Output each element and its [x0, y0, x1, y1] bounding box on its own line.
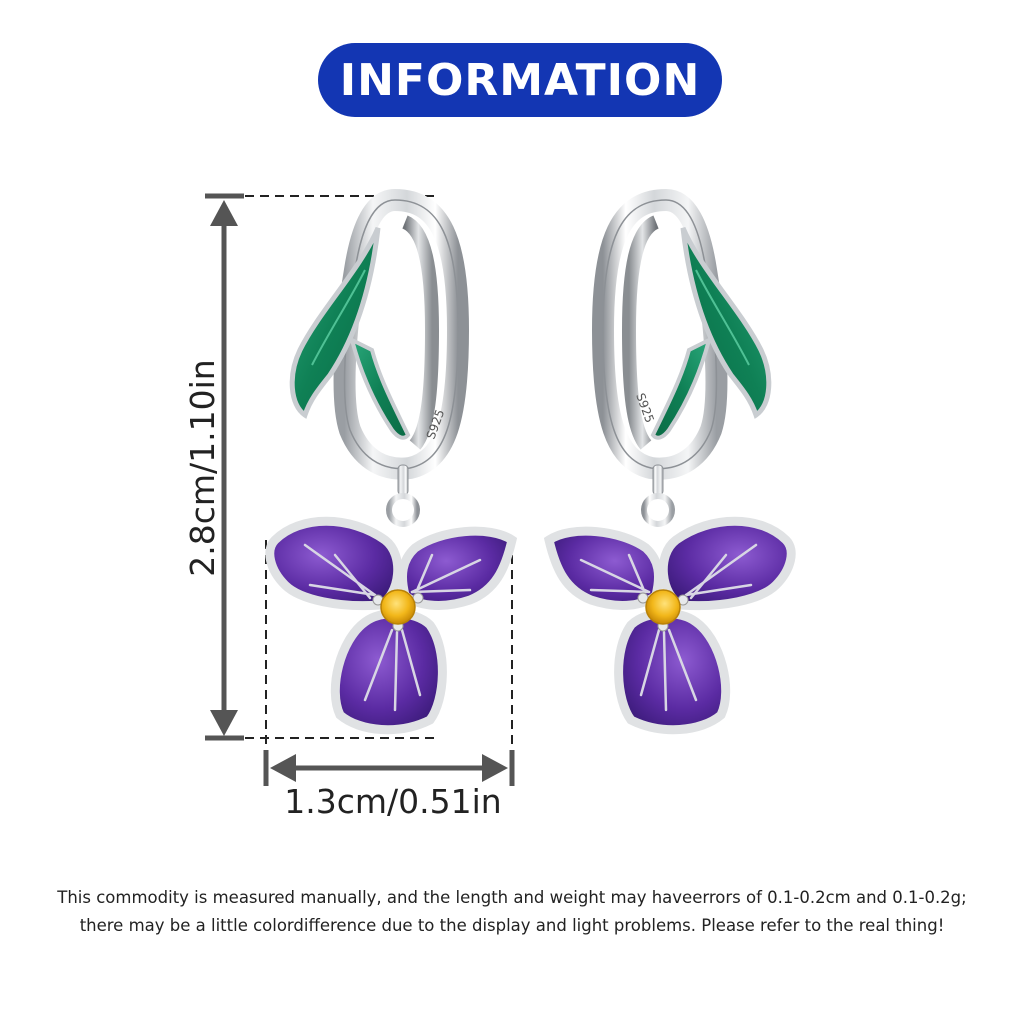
disclaimer-line-2: there may be a little colordifference du…: [79, 916, 945, 935]
width-dimension-label: 1.3cm/0.51in: [284, 782, 502, 821]
information-banner: INFORMATION: [318, 43, 722, 117]
left-yellow-stone: [380, 589, 416, 625]
width-dimension: [263, 540, 515, 786]
right-earring: [543, 188, 796, 735]
product-illustration: S925: [205, 188, 796, 786]
left-flower: [265, 516, 518, 735]
banner-title: INFORMATION: [339, 54, 701, 106]
disclaimer-text: This commodity is measured manually, and…: [0, 884, 1024, 940]
right-flower: [543, 516, 796, 735]
right-yellow-stone: [645, 589, 681, 625]
left-earring: S925: [265, 188, 518, 735]
disclaimer-line-1: This commodity is measured manually, and…: [57, 888, 967, 907]
height-dimension-label: 2.8cm/1.10in: [183, 359, 222, 577]
height-dimension: [205, 193, 436, 741]
